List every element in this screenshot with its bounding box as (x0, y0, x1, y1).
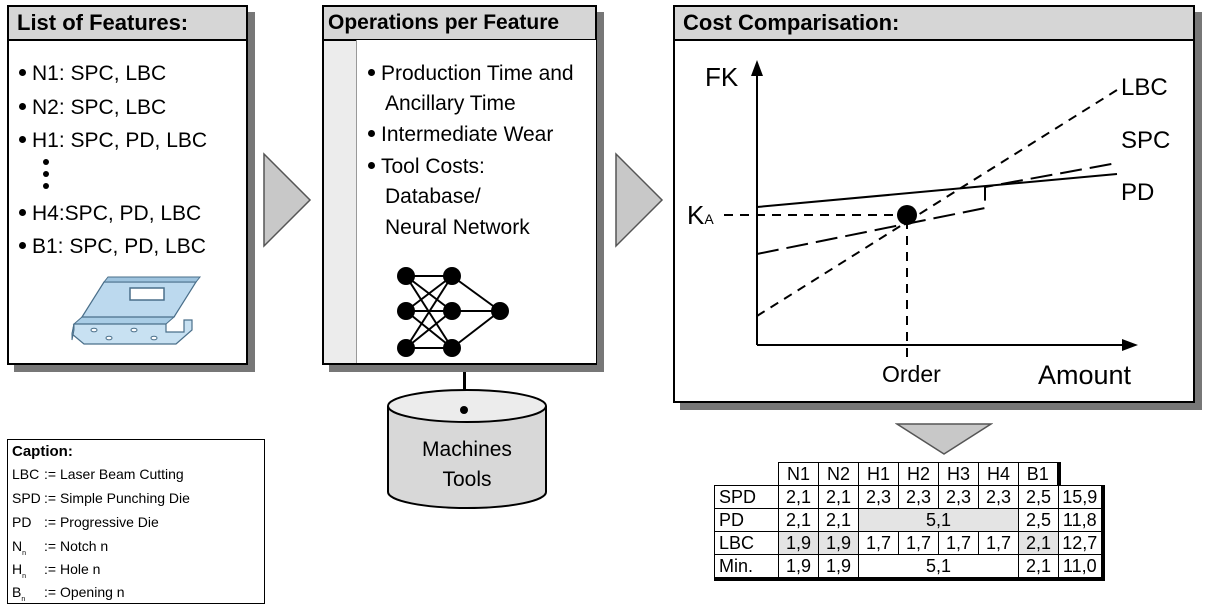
feature-item: H4:SPC, PD, LBC (19, 202, 201, 226)
table-cell: 2,5 (1018, 508, 1059, 532)
table-cell: 2,1 (818, 508, 859, 532)
x-axis-label: Amount (1038, 360, 1132, 390)
row-total: 15,9 (1058, 485, 1105, 509)
table-cell: 1,9 (818, 554, 859, 581)
x-axis-arrow (1122, 339, 1138, 351)
table-cell: 2,1 (818, 485, 859, 509)
series-label-pd: PD (1121, 179, 1155, 206)
feature-item: H1: SPC, PD, LBC (19, 129, 207, 153)
row-label: LBC (714, 531, 779, 555)
y-axis-arrow (751, 60, 763, 76)
col-header: H2 (898, 462, 939, 486)
caption-row: LBC:= Laser Beam Cutting (12, 466, 184, 482)
table-header-row: N1 N2 H1 H2 H3 H4 B1 (715, 462, 1103, 486)
row-total: 11,8 (1058, 508, 1105, 532)
operation-item-cont: Neural Network (385, 216, 530, 239)
feature-item: N1: SPC, LBC (19, 62, 166, 86)
table-cell: 2,3 (898, 485, 939, 509)
operation-item-cont: Database/ (385, 185, 481, 208)
database-label-2: Tools (442, 468, 492, 491)
table-cell: 2,1 (778, 485, 819, 509)
row-label: Min. (714, 554, 779, 581)
pd-line (756, 173, 1118, 208)
table-cell: 2,3 (978, 485, 1019, 509)
caption-row: SPD:= Simple Punching Die (12, 490, 190, 506)
series-label-lbc: LBC (1121, 74, 1168, 101)
operations-inner (356, 40, 596, 363)
table-cell: 2,1 (1018, 531, 1059, 555)
feature-item: B1: SPC, PD, LBC (19, 235, 206, 259)
col-header: H4 (978, 462, 1019, 486)
y-axis-label: FK (705, 62, 739, 92)
ka-label: KA (687, 200, 714, 230)
table-cell: 1,7 (858, 531, 899, 555)
table-cell: 1,9 (778, 554, 819, 581)
flow-arrow (615, 152, 664, 248)
col-header: B1 (1018, 462, 1061, 486)
col-header: N2 (818, 462, 859, 486)
table-cell: 2,3 (938, 485, 979, 509)
merged-cell: 5,1 (858, 554, 1019, 581)
cost-panel-title: Cost Comparisation: (675, 7, 1193, 41)
table-row: Min. 1,9 1,9 5,1 2,1 11,0 (714, 554, 1105, 581)
sheet-metal-part-icon (71, 276, 202, 345)
optimum-point (897, 205, 917, 225)
operation-item: Tool Costs: (368, 155, 485, 179)
table-cell: 1,9 (818, 531, 859, 555)
database-label-1: Machines (422, 438, 512, 461)
row-label: SPD (714, 485, 779, 509)
table-cell: 2,1 (1018, 554, 1059, 581)
table-cell: 2,3 (858, 485, 899, 509)
operations-panel: Operations per Feature Production Time a… (322, 5, 597, 365)
caption-row: Nn:= Notch n (12, 538, 109, 557)
cost-table: N1 N2 H1 H2 H3 H4 B1 SPD 2,1 2,1 2,3 2,3… (714, 462, 1105, 581)
series-label-spc: SPC (1121, 127, 1171, 154)
table-cell: 1,7 (898, 531, 939, 555)
caption-row: Bn:= Opening n (12, 584, 125, 603)
table-cell: 1,7 (938, 531, 979, 555)
neural-network-icon (397, 267, 509, 357)
table-row: PD 2,1 2,1 5,1 2,5 11,8 (714, 508, 1105, 532)
table-row: SPD 2,1 2,1 2,3 2,3 2,3 2,3 2,5 15,9 (714, 485, 1105, 509)
merged-cell: 5,1 (858, 508, 1019, 532)
spc-line (756, 162, 1118, 255)
caption-row: Hn:= Hole n (12, 561, 101, 580)
caption-title: Caption: (12, 443, 73, 460)
col-header: H3 (938, 462, 979, 486)
table-cell: 2,5 (1018, 485, 1059, 509)
ellipsis-dots (43, 159, 49, 193)
col-header: H1 (858, 462, 899, 486)
caption-box: Caption: LBC:= Laser Beam Cutting SPD:= … (7, 439, 265, 604)
row-total: 11,0 (1058, 554, 1105, 581)
operation-item: Production Time and (368, 62, 574, 86)
order-label: Order (882, 361, 941, 387)
features-panel: List of Features: N1: SPC, LBC N2: SPC, … (7, 5, 248, 365)
row-total: 12,7 (1058, 531, 1105, 555)
table-row: LBC 1,9 1,9 1,7 1,7 1,7 1,7 2,1 12,7 (714, 531, 1105, 555)
operation-item: Intermediate Wear (368, 123, 553, 147)
row-label: PD (714, 508, 779, 532)
operation-item-cont: Ancillary Time (385, 92, 516, 115)
flow-arrow (263, 152, 312, 248)
operations-panel-title: Operations per Feature (324, 7, 595, 41)
database-icon (387, 389, 547, 509)
table-cell: 1,7 (978, 531, 1019, 555)
col-header: N1 (778, 462, 819, 486)
down-arrow (895, 423, 993, 455)
features-panel-title: List of Features: (9, 7, 246, 41)
lbc-line (756, 89, 1118, 317)
table-cell: 2,1 (778, 508, 819, 532)
feature-item: N2: SPC, LBC (19, 96, 166, 120)
table-cell: 1,9 (778, 531, 819, 555)
caption-row: PD:= Progressive Die (12, 514, 159, 530)
